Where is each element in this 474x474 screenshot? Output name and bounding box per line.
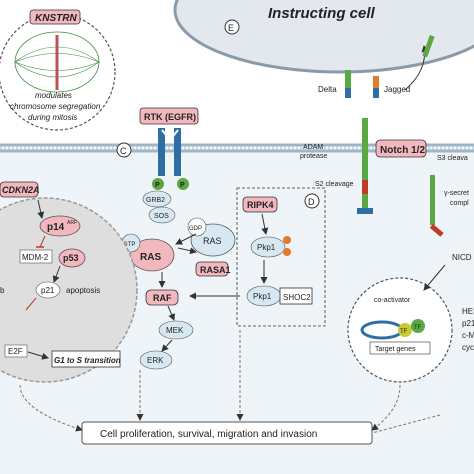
notch-label: Notch 1/2 (380, 145, 425, 156)
gtp-label: GTP (123, 242, 135, 248)
panel-e-label: E (228, 23, 234, 33)
target-genes-label: Target genes (375, 346, 416, 353)
gamma-secretase-label-1: γ-secret (444, 190, 469, 197)
knstrn-caption-2: chromosome segregation (10, 102, 101, 111)
ripk4-label: RIPK4 (247, 200, 274, 210)
notch-target-cyclin: cyc (462, 343, 474, 352)
sos-label: SOS (154, 213, 169, 220)
rtk-label: RTK (EGFR) (144, 112, 196, 122)
ras-module: GRB2 SOS GTP RAS GDP RAS RASA1 (121, 190, 236, 277)
cdkn2a-label: CDKN2A (2, 185, 40, 195)
instructing-cell: Instructing cell E (173, 0, 474, 74)
ripk4-box: D RIPK4 Pkp1 Pkp1 SHOC2 (189, 187, 326, 327)
p53-label: p53 (63, 253, 79, 263)
p14-label: p14 (47, 222, 65, 233)
adam-label-2: protease (300, 153, 327, 160)
shoc2-label: SHOC2 (283, 293, 311, 302)
notch-target-hes: HES (462, 307, 474, 316)
pkp1-bottom-label: Pkp1 (253, 292, 272, 301)
knstrn-caption-3: during mitosis (28, 113, 77, 122)
cdkn2a-nucleus: CDKN2A p14 ARF MDM-2 p53 p21 apoptosis b… (0, 181, 138, 383)
outcome-label: Cell proliferation, survival, migration … (100, 429, 317, 440)
notch-nucleus: co-activator TF TF Target genes HES p21 … (347, 264, 474, 383)
gamma-secretase-label-2: compl (450, 200, 469, 207)
rasa1-label: RASA1 (200, 265, 231, 275)
panel-d-label: D (308, 197, 315, 207)
rtk-receptor: RTK (EGFR) P P (139, 107, 199, 190)
jagged-label: Jagged (384, 85, 410, 94)
phospho-label-2: P (180, 182, 185, 189)
p21-label: p21 (41, 286, 55, 295)
e2f-label: E2F (8, 347, 23, 356)
panel-c-label: C (120, 146, 127, 156)
erk-label: ERK (147, 356, 164, 365)
mek-label: MEK (166, 326, 184, 335)
adam-label-1: ADAM (303, 144, 323, 151)
outcome-box: Cell proliferation, survival, migration … (19, 330, 441, 445)
ras-active-label: RAS (140, 252, 161, 263)
knstrn-label: KNSTRN (35, 13, 77, 24)
nicd-label: NICD (452, 253, 472, 262)
instructing-cell-label: Instructing cell (268, 5, 376, 22)
notch-target-cmyc: c-M (462, 331, 474, 340)
pkp1-top-label: Pkp1 (257, 243, 276, 252)
tf-label-2: TF (414, 325, 422, 331)
mapk-cascade: RAF MEK ERK (139, 272, 194, 370)
ras-inactive-label: RAS (203, 236, 222, 246)
raf-label: RAF (153, 293, 172, 303)
apoptosis-label: apoptosis (66, 286, 100, 295)
s3-cleavage-label: S3 cleava (437, 155, 468, 162)
tf-label-1: TF (400, 329, 408, 335)
p14-superscript: ARF (67, 220, 77, 226)
notch-target-p21: p21 (462, 319, 474, 328)
phospho-label-1: P (155, 182, 160, 189)
notch-receptor: Notch 1/2 ADAM protease S2 cleavage S3 c… (300, 118, 472, 262)
notch-ligands: Delta Jagged (318, 34, 435, 98)
coactivator-label: co-activator (374, 297, 411, 304)
g1s-label: G1 to S transition (54, 356, 121, 365)
grb2-label: GRB2 (146, 197, 165, 204)
rb-fragment-label: b (0, 286, 5, 295)
s2-cleavage-label: S2 cleavage (315, 181, 354, 188)
gdp-label: GDP (189, 226, 202, 232)
delta-label: Delta (318, 85, 337, 94)
mitosis-cell: KNSTRN modulates chromosome segregation … (0, 9, 116, 131)
mdm2-label: MDM-2 (22, 253, 49, 262)
knstrn-caption-1: modulates (35, 91, 72, 100)
